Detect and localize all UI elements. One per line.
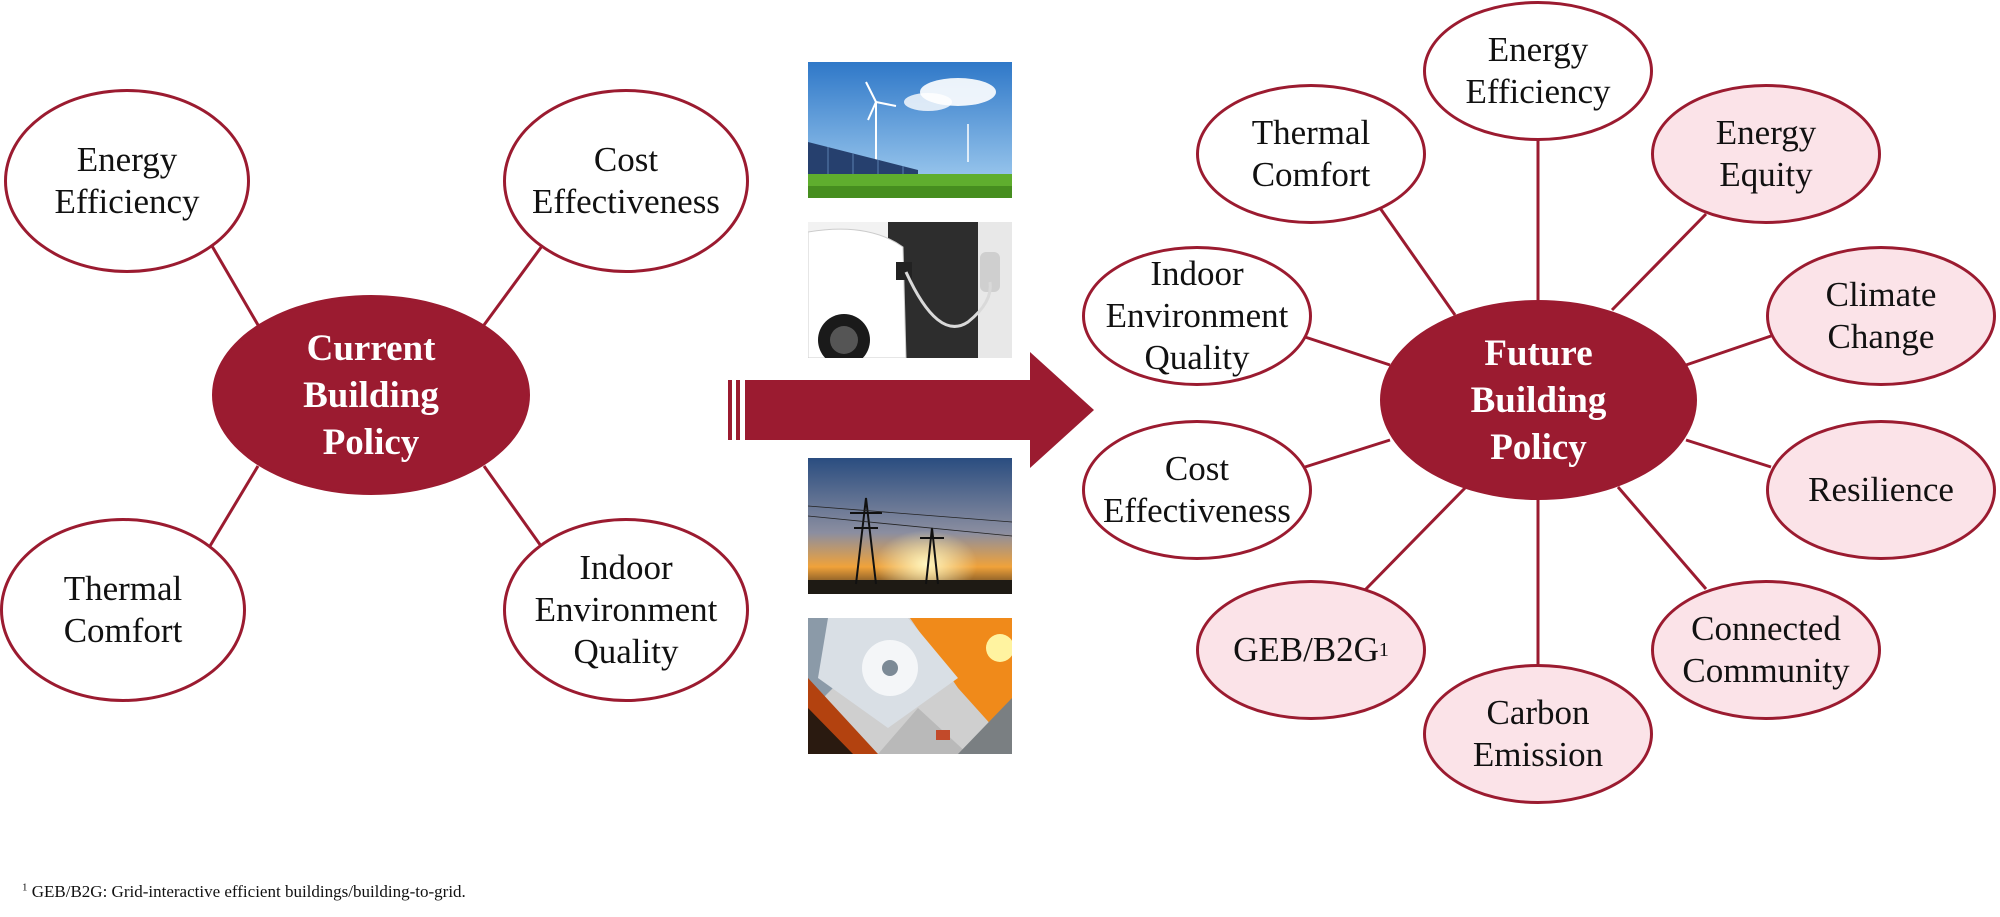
future-climate-change-node: Climate Change [1766,246,1996,386]
solar-wind-photo [808,62,1012,198]
connector-future-geb-b2g [1363,486,1467,592]
connector-future-indoor-environment-quality [1304,335,1391,367]
future-building-policy-hub: Future Building Policy [1380,300,1697,500]
connector-future-thermal-comfort [1378,207,1457,316]
future-energy-efficiency-node: Energy Efficiency [1423,1,1653,141]
future-energy-equity-node: Energy Equity [1651,84,1881,224]
current-energy-efficiency-node: Energy Efficiency [4,89,250,273]
connector-current-thermal-comfort [208,465,260,547]
connector-future-climate-change [1685,334,1772,367]
connector-future-cost-effectiveness [1304,438,1391,469]
future-connected-community-node: Connected Community [1651,580,1881,720]
transition-arrow-icon [728,352,1094,468]
connector-current-cost-effectiveness [482,245,544,326]
footnote-marker: 1 [22,881,28,894]
ev-charging-photo [808,222,1012,358]
future-thermal-comfort-node: Thermal Comfort [1196,84,1426,224]
connector-current-indoor-environment-quality [482,465,543,547]
connector-future-resilience [1685,438,1772,469]
future-indoor-environment-quality-node: Indoor Environment Quality [1082,246,1312,386]
current-thermal-comfort-node: Thermal Comfort [0,518,246,702]
future-cost-effectiveness-node: Cost Effectiveness [1082,420,1312,560]
geb-b2g-label: GEB/B2G [1233,630,1379,669]
future-carbon-emission-node: Carbon Emission [1423,664,1653,804]
connector-future-energy-equity [1610,212,1708,312]
footnote-text: GEB/B2G: Grid-interactive efficient buil… [27,882,466,901]
current-cost-effectiveness-node: Cost Effectiveness [503,89,749,273]
current-building-policy-hub: Current Building Policy [212,295,530,495]
future-resilience-node: Resilience [1766,420,1996,560]
connector-current-energy-efficiency [210,245,260,326]
connector-future-connected-community [1616,486,1708,590]
power-lines-photo [808,458,1012,594]
current-indoor-environment-quality-node: Indoor Environment Quality [503,518,749,702]
footnote: 1 GEB/B2G: Grid-interactive efficient bu… [22,882,466,902]
climate-disasters-photo [808,618,1012,754]
